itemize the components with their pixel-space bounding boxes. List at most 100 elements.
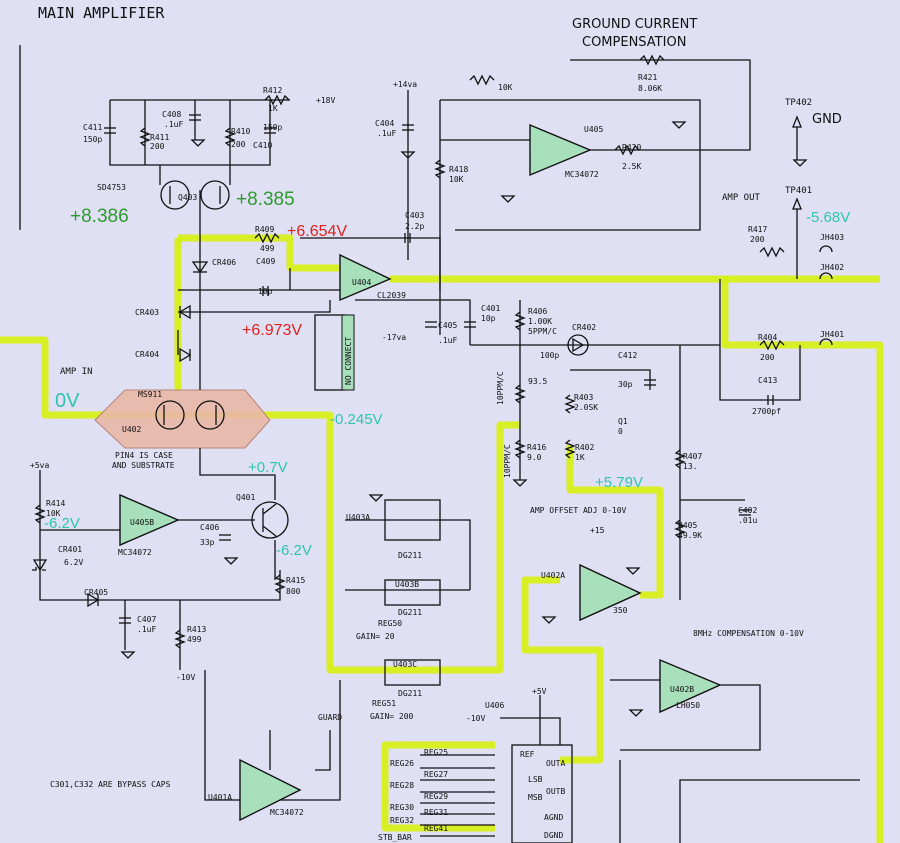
voltage-q401-base: +0.7V [248,459,288,476]
labels: MAIN AMPLIFIER GROUND CURRENT COMPENSATI… [30,4,850,842]
minus17va-label: -17va [382,333,406,342]
no-connect-label: NO CONNECT [344,337,353,385]
amp-out-label: AMP OUT [722,193,761,203]
highlight-output-path [390,275,884,843]
r406-tempco: 5PPM/C [528,327,557,336]
c408-label: C408 [162,110,181,119]
c406-label: C406 [200,523,219,532]
tp401-symbol [792,197,802,210]
q1-label: Q1 [618,417,628,426]
voltage-r409-node: +6.654V [287,223,347,240]
ground-symbols [120,121,808,717]
r403-symbol [564,394,576,414]
u404-opamp [339,253,392,302]
highlight-reg-bracket [381,741,495,832]
u402a-opamp [579,563,642,622]
u405-label: U405 [584,125,603,134]
plus5va-label: +5va [30,461,49,470]
amp-in-label: AMP IN [60,367,93,377]
minus10v-label: -10V [176,673,195,682]
c411-value: 150p [83,135,102,144]
wire-c413 [719,279,801,401]
reg31-label: REG31 [424,808,448,817]
u402a-label: U402A [541,571,565,580]
r414-symbol [34,504,46,524]
r413-label: R413 [187,625,206,634]
r407-symbol [674,449,686,469]
wire-r421 [570,59,751,151]
r93-value: 93.5 [528,377,547,386]
r417-value: 200 [750,235,765,244]
r417-label: R417 [748,225,767,234]
plus14va-label: +14va [393,80,417,89]
plus5v-label: +5V [532,687,547,696]
cr401-zener [32,559,48,572]
c409-label: C409 [256,257,275,266]
cr405-label: CR405 [84,588,108,597]
r409-label: R409 [255,225,274,234]
signal-path-highlight [0,234,884,843]
cr403-diode [178,304,191,320]
jh401-label: JH401 [820,330,844,339]
c407-label: C407 [137,615,156,624]
stb-bar-label: STB_BAR [378,833,412,842]
u404-part: CL2039 [377,291,406,300]
wire-gnd-comp-loop [440,99,701,231]
r405-symbol [674,519,686,539]
wire-bias-loop [39,470,281,601]
r407-value: 13. [683,462,697,471]
reg29-label: REG29 [424,792,448,801]
cr401-value: 6.2V [64,558,83,567]
tp402-symbol [792,115,802,128]
u402-part: MS911 [138,390,162,399]
minus10v-b-label: -10V [466,714,485,723]
ground-current-title-1: GROUND CURRENT [572,17,697,32]
guard-label: GUARD [318,713,342,722]
r412-label: R412 [263,86,282,95]
diode-symbols [32,261,589,608]
u403c-part: DG211 [398,689,422,698]
r415-label: R415 [286,576,305,585]
q401-transistor [251,501,289,539]
reg30-label: REG30 [390,803,414,812]
r413-value: 499 [187,635,202,644]
r410-symbol [224,127,236,147]
voltage-cr401-node: -6.2V [44,515,80,532]
r403-label: R403 [574,393,593,402]
wire-guard [315,730,331,771]
c100p-label: 100p [540,351,559,360]
r406-symbol [514,311,526,331]
cr406-diode [191,261,209,274]
highlight-u402a-path [521,576,604,764]
highlight-input-path [0,336,520,674]
u403a-label: U403A [346,513,370,522]
wire-u406-minus10v [500,717,561,745]
q1-value: 0 [618,427,623,436]
reg28-label: REG28 [390,781,414,790]
u401a-part: MC34072 [270,808,304,817]
r414-label: R414 [46,499,65,508]
no-connect-tag [341,314,355,391]
u403a-part: DG211 [398,551,422,560]
reg27-label: REG27 [424,770,448,779]
u406-pin-dgnd: DGND [544,831,563,840]
c411-label: C411 [83,123,102,132]
r411-value: 200 [150,142,165,151]
tempco-1: 10PPM/C [496,371,505,405]
c405-label: C405 [438,321,457,330]
c401-value: 10p [481,314,496,323]
comp-8mhz-label: 8MHz COMPENSATION 0-10V [693,629,804,638]
c403-value: 2.2p [405,222,424,231]
r413-symbol [174,629,186,649]
c407-value: .1uF [137,625,156,634]
c410-label: C410 [253,141,272,150]
c405-value: .1uF [438,336,457,345]
c412-value: 30p [618,380,633,389]
voltage-tp401: -5.68V [806,209,850,226]
highlight-r409-path [178,234,340,272]
u406-pin-outa: OUTA [546,759,565,768]
pin4-note-1: PIN4 IS CASE [115,451,173,460]
r402-label: R402 [575,443,594,452]
